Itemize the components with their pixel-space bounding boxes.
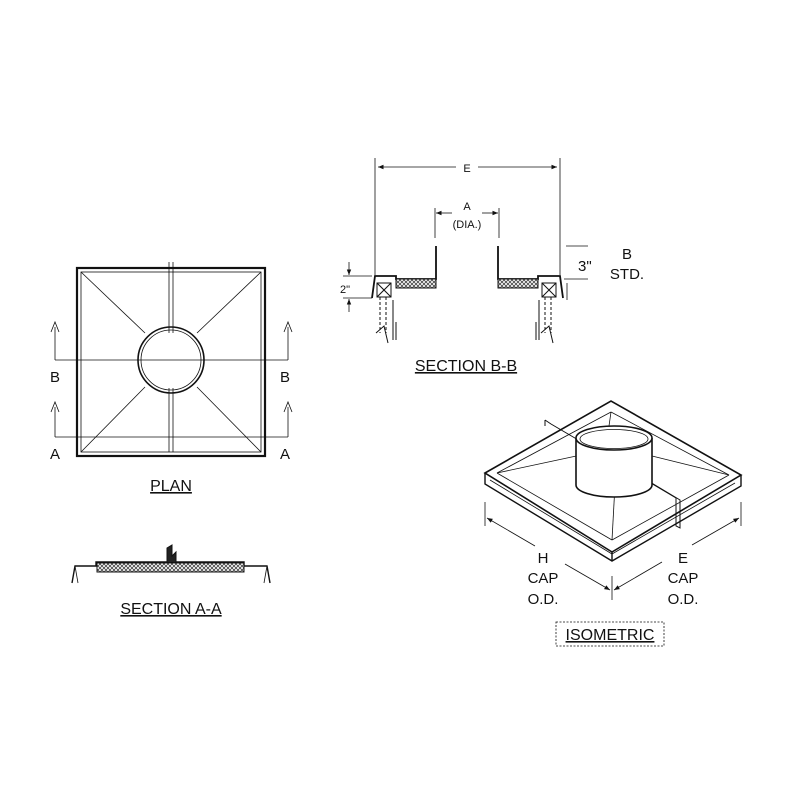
iso-collar-top [575,425,653,451]
bb-cap-profile-left [371,246,437,299]
iso-standing-seam [544,419,681,529]
dim-3in-lines [564,245,588,300]
plan-inner-square [80,271,262,453]
section-aa-view: SECTION A-A [71,544,271,618]
iso-collar-body [575,438,653,498]
plan-title: PLAN [150,478,192,495]
section-a-label-right: A [280,446,290,463]
dim-h-label: H [538,550,549,567]
dim-e-iso-lines [613,502,742,591]
section-line-a [50,400,293,438]
section-line-b [50,320,293,361]
dim-3in-label: 3" [578,258,592,275]
iso-title-box [555,621,665,647]
dim-e-iso-od: O.D. [668,591,699,608]
dim-e-iso-label: E [678,550,688,567]
section-b-label-right: B [280,369,290,386]
dim-h-od: O.D. [528,591,559,608]
section-b-label-left: B [50,369,60,386]
dim-a-sublabel: (DIA.) [453,219,482,231]
dim-b-sublabel: STD. [610,266,644,283]
iso-roof-lines [496,411,730,541]
dim-e-label: E [463,163,470,175]
bb-curb-left [375,282,397,344]
dim-2in-label: 2" [340,284,350,296]
section-bb-title: SECTION B-B [415,358,517,375]
bb-insulation-left [395,278,437,289]
isometric-view: H CAP O.D. E CAP O.D. ISOMETRIC [483,400,743,647]
section-aa-title: SECTION A-A [120,601,222,618]
dim-h-lines [484,502,613,600]
dim-b-label: B [622,246,632,263]
plan-roof-lines [80,262,262,453]
plan-outer-square [75,266,267,458]
bb-curb-right [535,282,557,344]
isometric-title: ISOMETRIC [566,627,655,644]
dim-a-lines [434,208,500,238]
dim-a-label: A [463,201,471,213]
bb-cap-profile-right [497,246,564,299]
dim-e-iso-cap: CAP [668,570,699,587]
section-aa-insulation [96,562,245,573]
plan-view: B B A A PLAN [50,262,293,495]
dim-2in-lines [343,262,372,312]
section-bb-view: E A (DIA.) [340,158,644,375]
dim-h-cap: CAP [528,570,559,587]
section-a-label-left: A [50,446,60,463]
section-aa-standing-seam [166,544,177,562]
dim-e-lines [374,158,561,275]
bb-insulation-right [497,278,539,289]
